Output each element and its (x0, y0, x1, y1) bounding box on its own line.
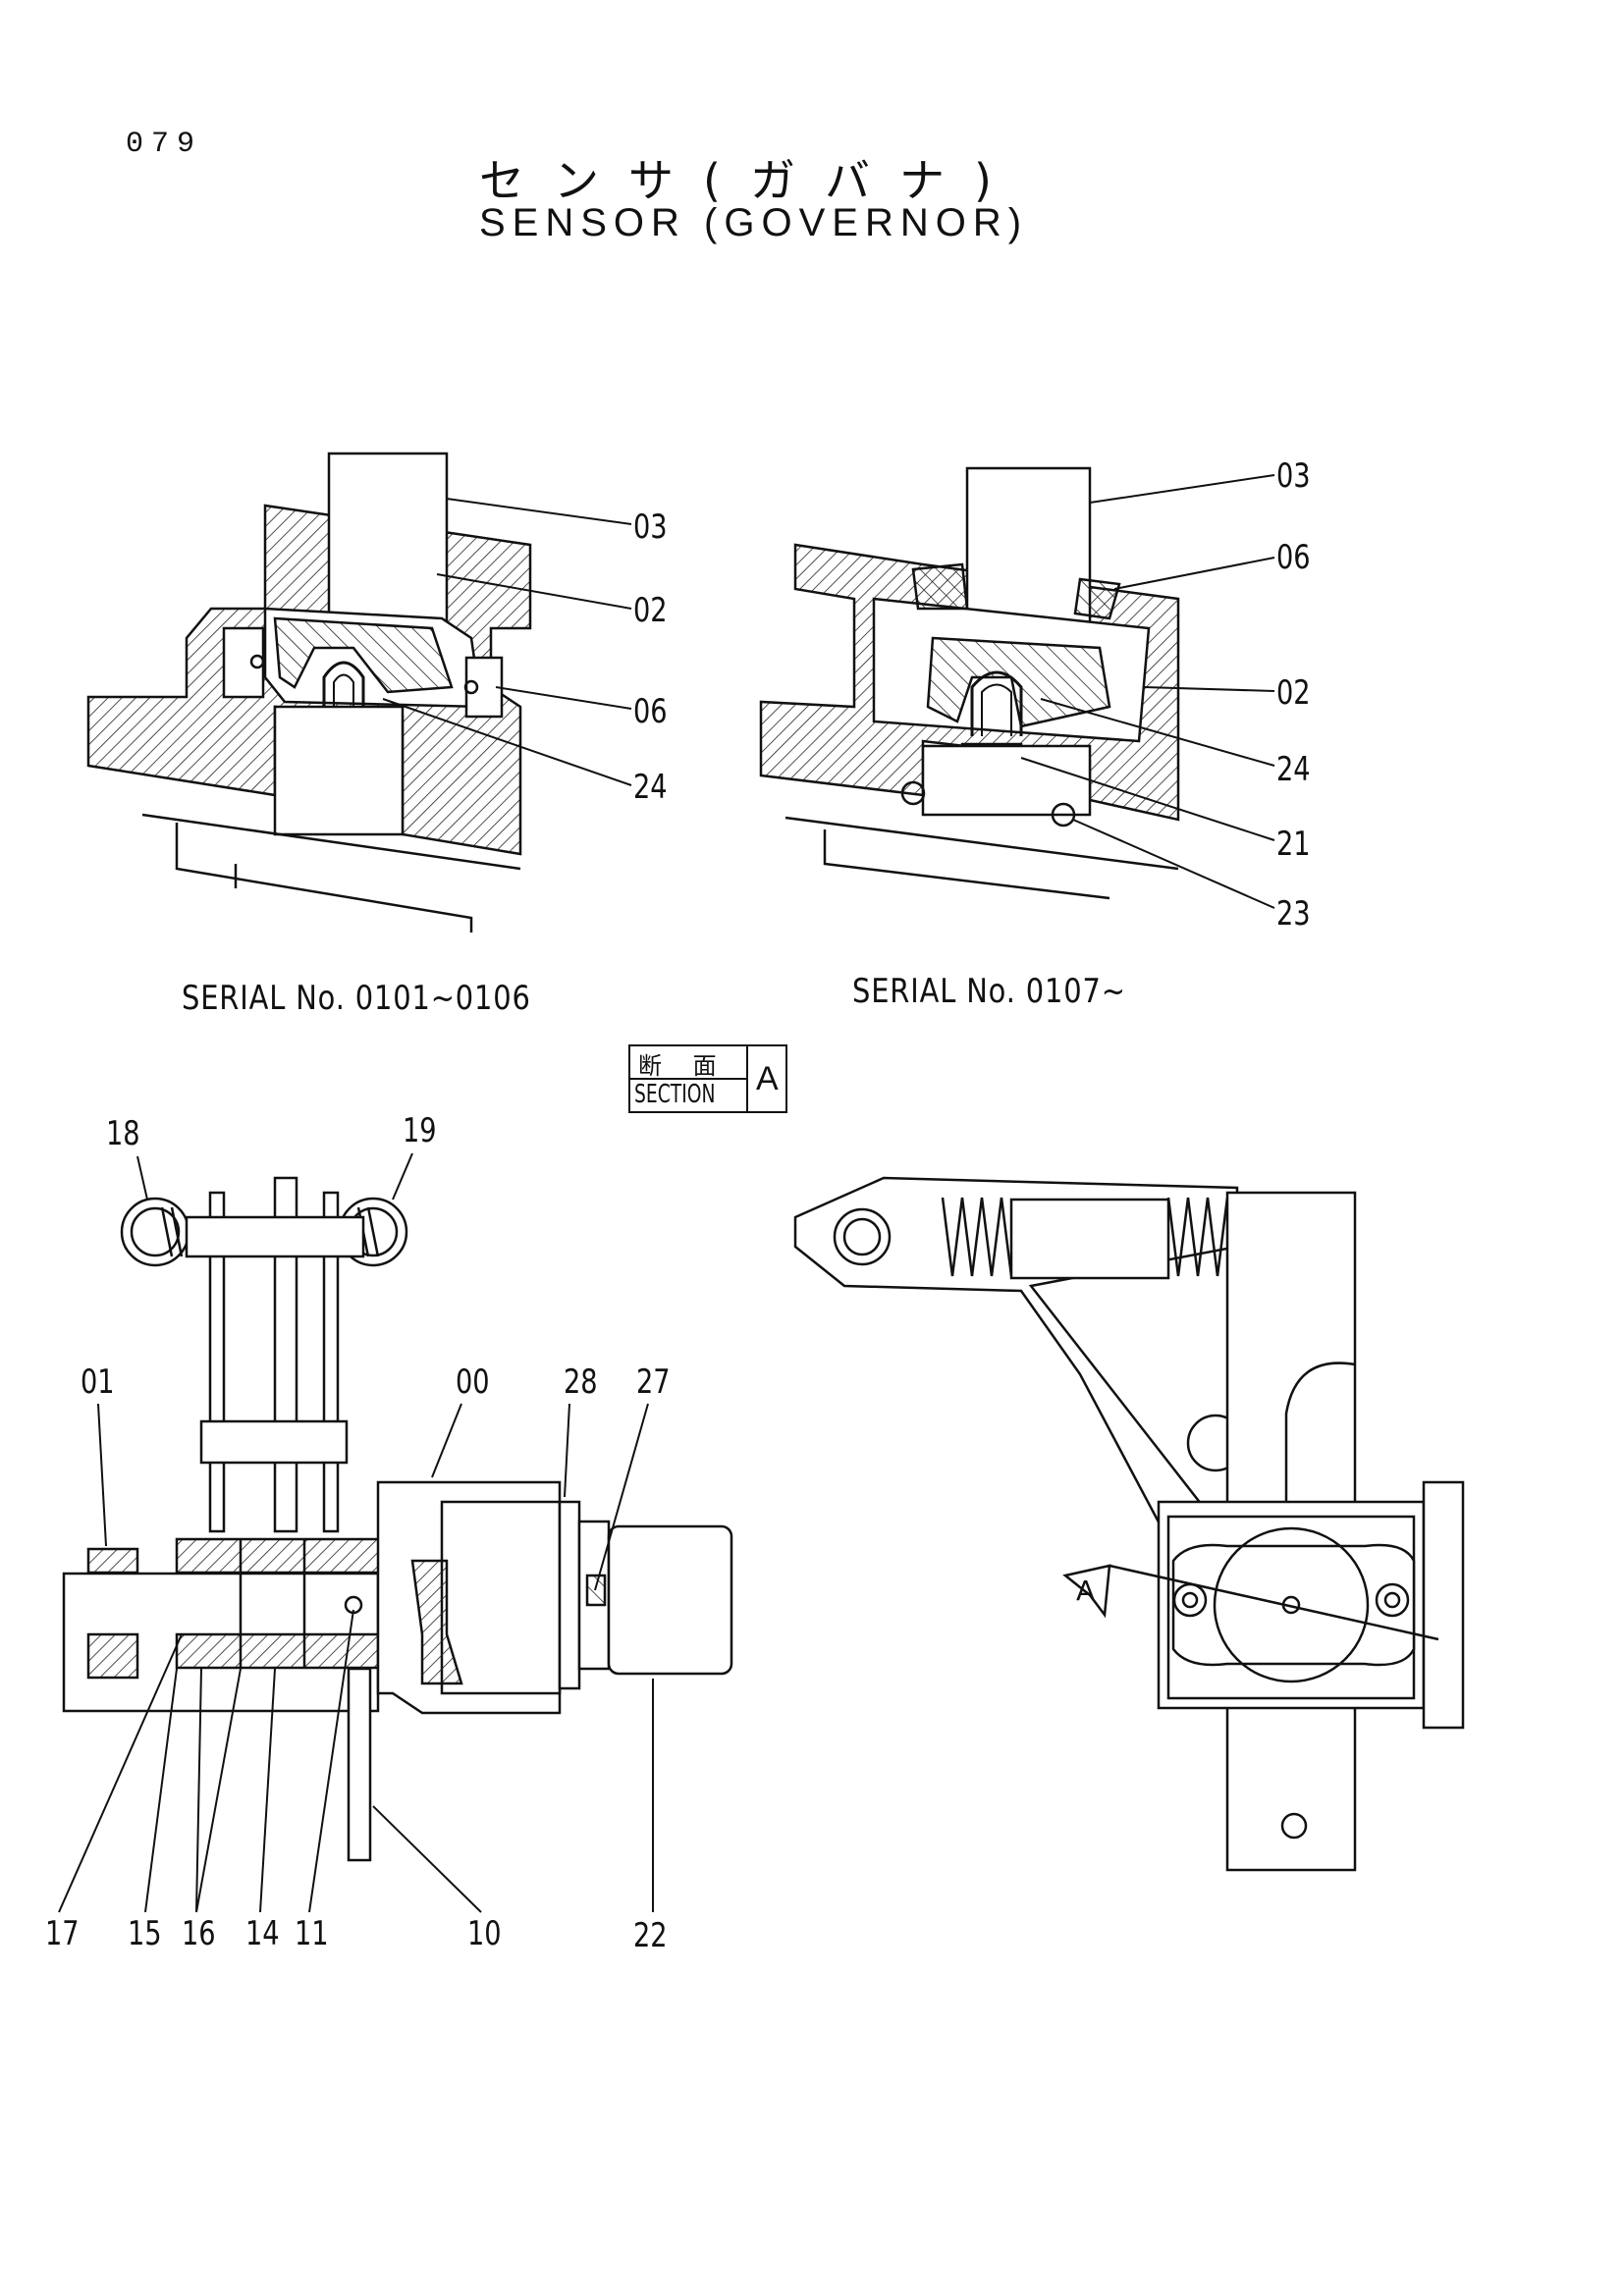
title-english: SENSOR (GOVERNOR) (479, 201, 1029, 244)
leaders-bottom-left (58, 1152, 654, 1913)
section-view-a (62, 1176, 733, 1862)
serial-label-right: SERIAL No. 0107~ (852, 972, 1126, 1011)
serial-label-left: SERIAL No. 0101~0106 (182, 979, 531, 1018)
section-box-jp: 断 面 (638, 1052, 729, 1080)
section-box-divider (630, 1078, 746, 1080)
section-box-en: SECTION (634, 1080, 716, 1109)
callout-bl-22: 22 (633, 1916, 668, 1955)
callout-bl-01: 01 (81, 1362, 115, 1402)
section-a-box: 断 面 SECTION A (628, 1044, 787, 1113)
callout-tr-02: 02 (1276, 673, 1311, 713)
leaders-top-right (1020, 474, 1275, 909)
leaders-top-left (382, 498, 632, 786)
title-japanese: センサ(ガバナ) (479, 154, 1021, 207)
callout-bl-00: 00 (456, 1362, 490, 1402)
view-marker-a: A (1076, 1575, 1095, 1607)
callout-tr-23: 23 (1276, 894, 1311, 934)
callout-tr-03: 03 (1276, 456, 1311, 496)
callout-bl-10: 10 (467, 1914, 502, 1953)
callout-tl-06: 06 (633, 692, 668, 731)
section-box-vdivider (746, 1046, 748, 1111)
callout-bl-19: 19 (403, 1111, 437, 1150)
callout-bl-16: 16 (182, 1914, 216, 1953)
callout-tr-24: 24 (1276, 750, 1311, 789)
callout-bl-14: 14 (245, 1914, 280, 1953)
callout-bl-27: 27 (636, 1362, 671, 1402)
callout-tl-24: 24 (633, 768, 668, 807)
page-number: 079 (126, 128, 203, 161)
view-serial-0101-0106 (86, 452, 532, 933)
callout-bl-15: 15 (128, 1914, 162, 1953)
callout-bl-18: 18 (106, 1114, 140, 1153)
callout-tl-02: 02 (633, 591, 668, 630)
governor-arm-view (793, 1176, 1465, 1872)
section-box-letter: A (756, 1060, 779, 1097)
callout-bl-28: 28 (564, 1362, 598, 1402)
callout-bl-11: 11 (295, 1914, 329, 1953)
callout-bl-17: 17 (45, 1914, 80, 1953)
view-serial-0107 (759, 466, 1180, 900)
callout-tl-03: 03 (633, 507, 668, 547)
callout-tr-21: 21 (1276, 825, 1311, 864)
callout-tr-06: 06 (1276, 538, 1311, 577)
